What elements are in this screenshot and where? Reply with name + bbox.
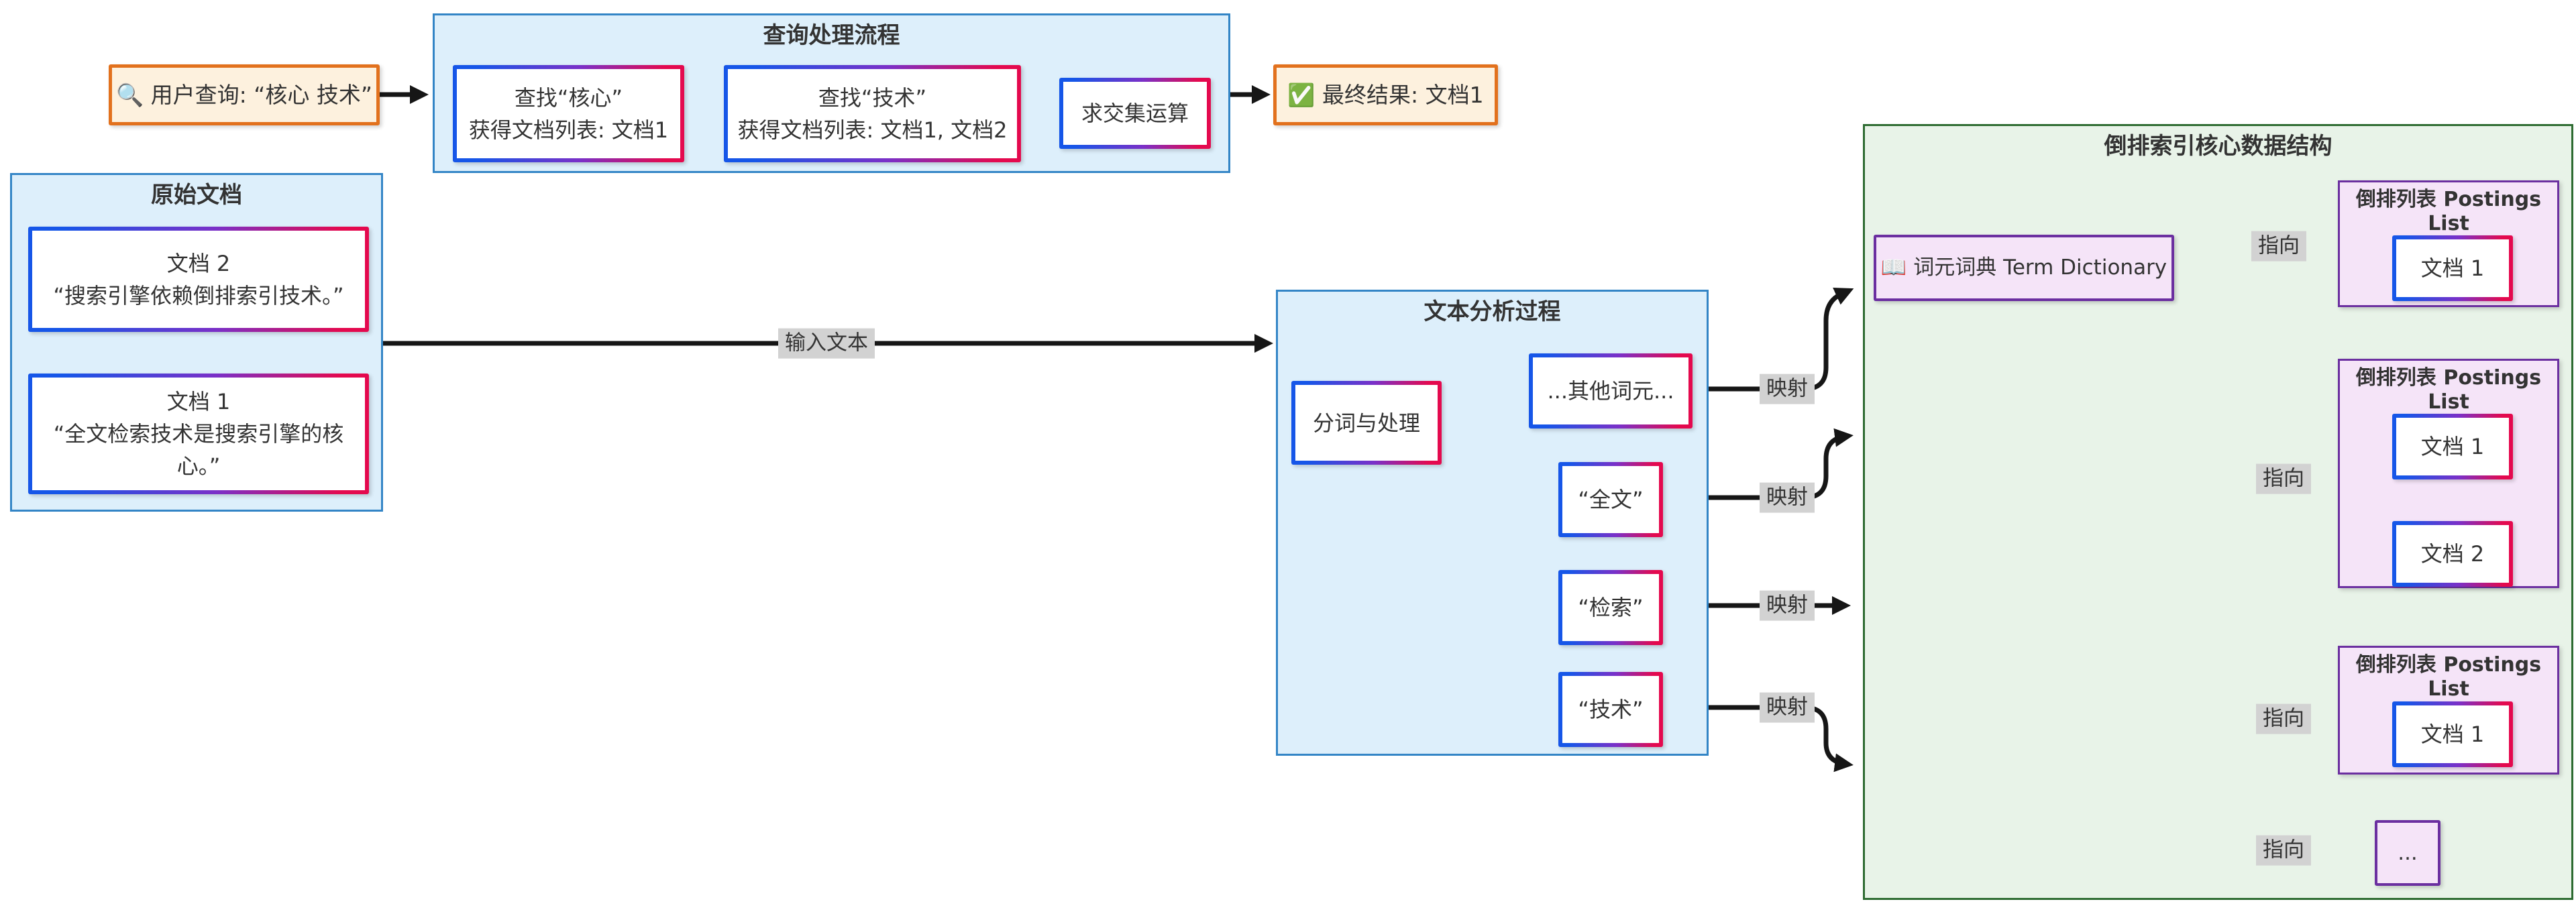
tokenizer-node: 分词与处理 — [1291, 381, 1442, 465]
edge-label-pointing-1: 指向 — [2251, 231, 2306, 262]
term-dictionary-label: 📖 词元词典 Term Dictionary — [1880, 255, 2167, 280]
edge-label-mapping-3: 映射 — [1760, 590, 1815, 621]
lookup-tech-node: 查找“技术” 获得文档列表: 文档1, 文档2 — [724, 65, 1021, 162]
postings-1-doc-1: 文档 1 — [2392, 235, 2513, 301]
doc2-text: “搜索引擎依赖倒排索引技术。” — [53, 282, 344, 308]
term-dictionary-node: 📖 词元词典 Term Dictionary — [1874, 235, 2174, 301]
token-other-label: ...其他词元... — [1547, 378, 1674, 404]
token-jiansuo-node: “检索” — [1558, 570, 1663, 645]
edge-label-pointing-3: 指向 — [2256, 703, 2311, 734]
intersect-label: 求交集运算 — [1081, 101, 1189, 126]
final-result-node: ✅ 最终结果: 文档1 — [1273, 64, 1498, 125]
token-quanwen-label: “全文” — [1578, 487, 1644, 512]
doc2-title: 文档 2 — [166, 250, 231, 276]
postings-list-cluster-1: 倒排列表 Postings List 文档 1 — [2338, 180, 2559, 307]
index-cluster-title: 倒排索引核心数据结构 — [2104, 133, 2332, 160]
query-processing-cluster: 查询处理流程 查找“核心” 获得文档列表: 文档1 查找“技术” 获得文档列表:… — [433, 13, 1230, 173]
token-other-node: ...其他词元... — [1529, 353, 1693, 429]
postings-2-doc-1: 文档 1 — [2392, 414, 2513, 479]
user-query-label: 🔍 用户查询: “核心 技术” — [116, 81, 372, 108]
token-jishu-label: “技术” — [1578, 697, 1644, 722]
final-result-label: ✅ 最终结果: 文档1 — [1287, 81, 1484, 108]
postings-3-doc-1: 文档 1 — [2392, 701, 2513, 767]
postings-2-doc-2-label: 文档 2 — [2420, 541, 2485, 567]
postings-2-doc-2: 文档 2 — [2392, 521, 2513, 587]
edge-label-pointing-2: 指向 — [2256, 463, 2311, 494]
doc1-title: 文档 1 — [166, 389, 231, 414]
edge-label-input-text: 输入文本 — [778, 328, 875, 359]
edge-label-mapping-1: 映射 — [1760, 374, 1815, 404]
more-postings-label: ... — [2398, 840, 2418, 865]
analysis-cluster-title: 文本分析过程 — [1424, 298, 1561, 325]
token-quanwen-node: “全文” — [1558, 462, 1663, 537]
edge-label-mapping-4: 映射 — [1760, 692, 1815, 723]
intersect-node: 求交集运算 — [1059, 78, 1211, 149]
lookup-core-line1: 查找“核心” — [514, 84, 623, 111]
text-analysis-cluster: 文本分析过程 分词与处理 ...其他词元... “全文” “检索” “技术” — [1276, 290, 1709, 756]
doc2-node: 文档 2 “搜索引擎依赖倒排索引技术。” — [28, 227, 369, 332]
postings-2-doc-1-label: 文档 1 — [2420, 434, 2485, 459]
lookup-core-line2: 获得文档列表: 文档1 — [468, 117, 669, 143]
postings-1-doc-1-label: 文档 1 — [2420, 255, 2485, 281]
query-cluster-title: 查询处理流程 — [763, 22, 900, 49]
lookup-tech-line2: 获得文档列表: 文档1, 文档2 — [737, 117, 1008, 143]
postings-list-cluster-3: 倒排列表 Postings List 文档 1 — [2338, 646, 2559, 775]
postings-list-cluster-2: 倒排列表 Postings List 文档 1 文档 2 — [2338, 359, 2559, 588]
docs-cluster-title: 原始文档 — [151, 182, 242, 209]
edge-label-mapping-2: 映射 — [1760, 482, 1815, 513]
inverted-index-cluster: 倒排索引核心数据结构 📖 词元词典 Term Dictionary 倒排列表 P… — [1863, 124, 2573, 900]
token-jiansuo-label: “检索” — [1578, 595, 1644, 620]
doc1-node: 文档 1 “全文检索技术是搜索引擎的核心。” — [28, 374, 369, 494]
token-jishu-node: “技术” — [1558, 672, 1663, 747]
postings-3-title: 倒排列表 Postings List — [2355, 653, 2542, 701]
doc1-text: “全文检索技术是搜索引擎的核心。” — [53, 421, 344, 479]
user-query-node: 🔍 用户查询: “核心 技术” — [109, 64, 380, 125]
postings-1-title: 倒排列表 Postings List — [2355, 188, 2542, 235]
edge-label-pointing-4: 指向 — [2256, 835, 2311, 866]
postings-2-title: 倒排列表 Postings List — [2355, 366, 2542, 414]
postings-3-doc-1-label: 文档 1 — [2420, 722, 2485, 747]
more-postings-node: ... — [2375, 820, 2440, 886]
lookup-core-node: 查找“核心” 获得文档列表: 文档1 — [453, 65, 684, 162]
tokenizer-label: 分词与处理 — [1312, 410, 1420, 436]
lookup-tech-line1: 查找“技术” — [818, 84, 927, 111]
original-docs-cluster: 原始文档 文档 2 “搜索引擎依赖倒排索引技术。” 文档 1 “全文检索技术是搜… — [10, 173, 383, 512]
